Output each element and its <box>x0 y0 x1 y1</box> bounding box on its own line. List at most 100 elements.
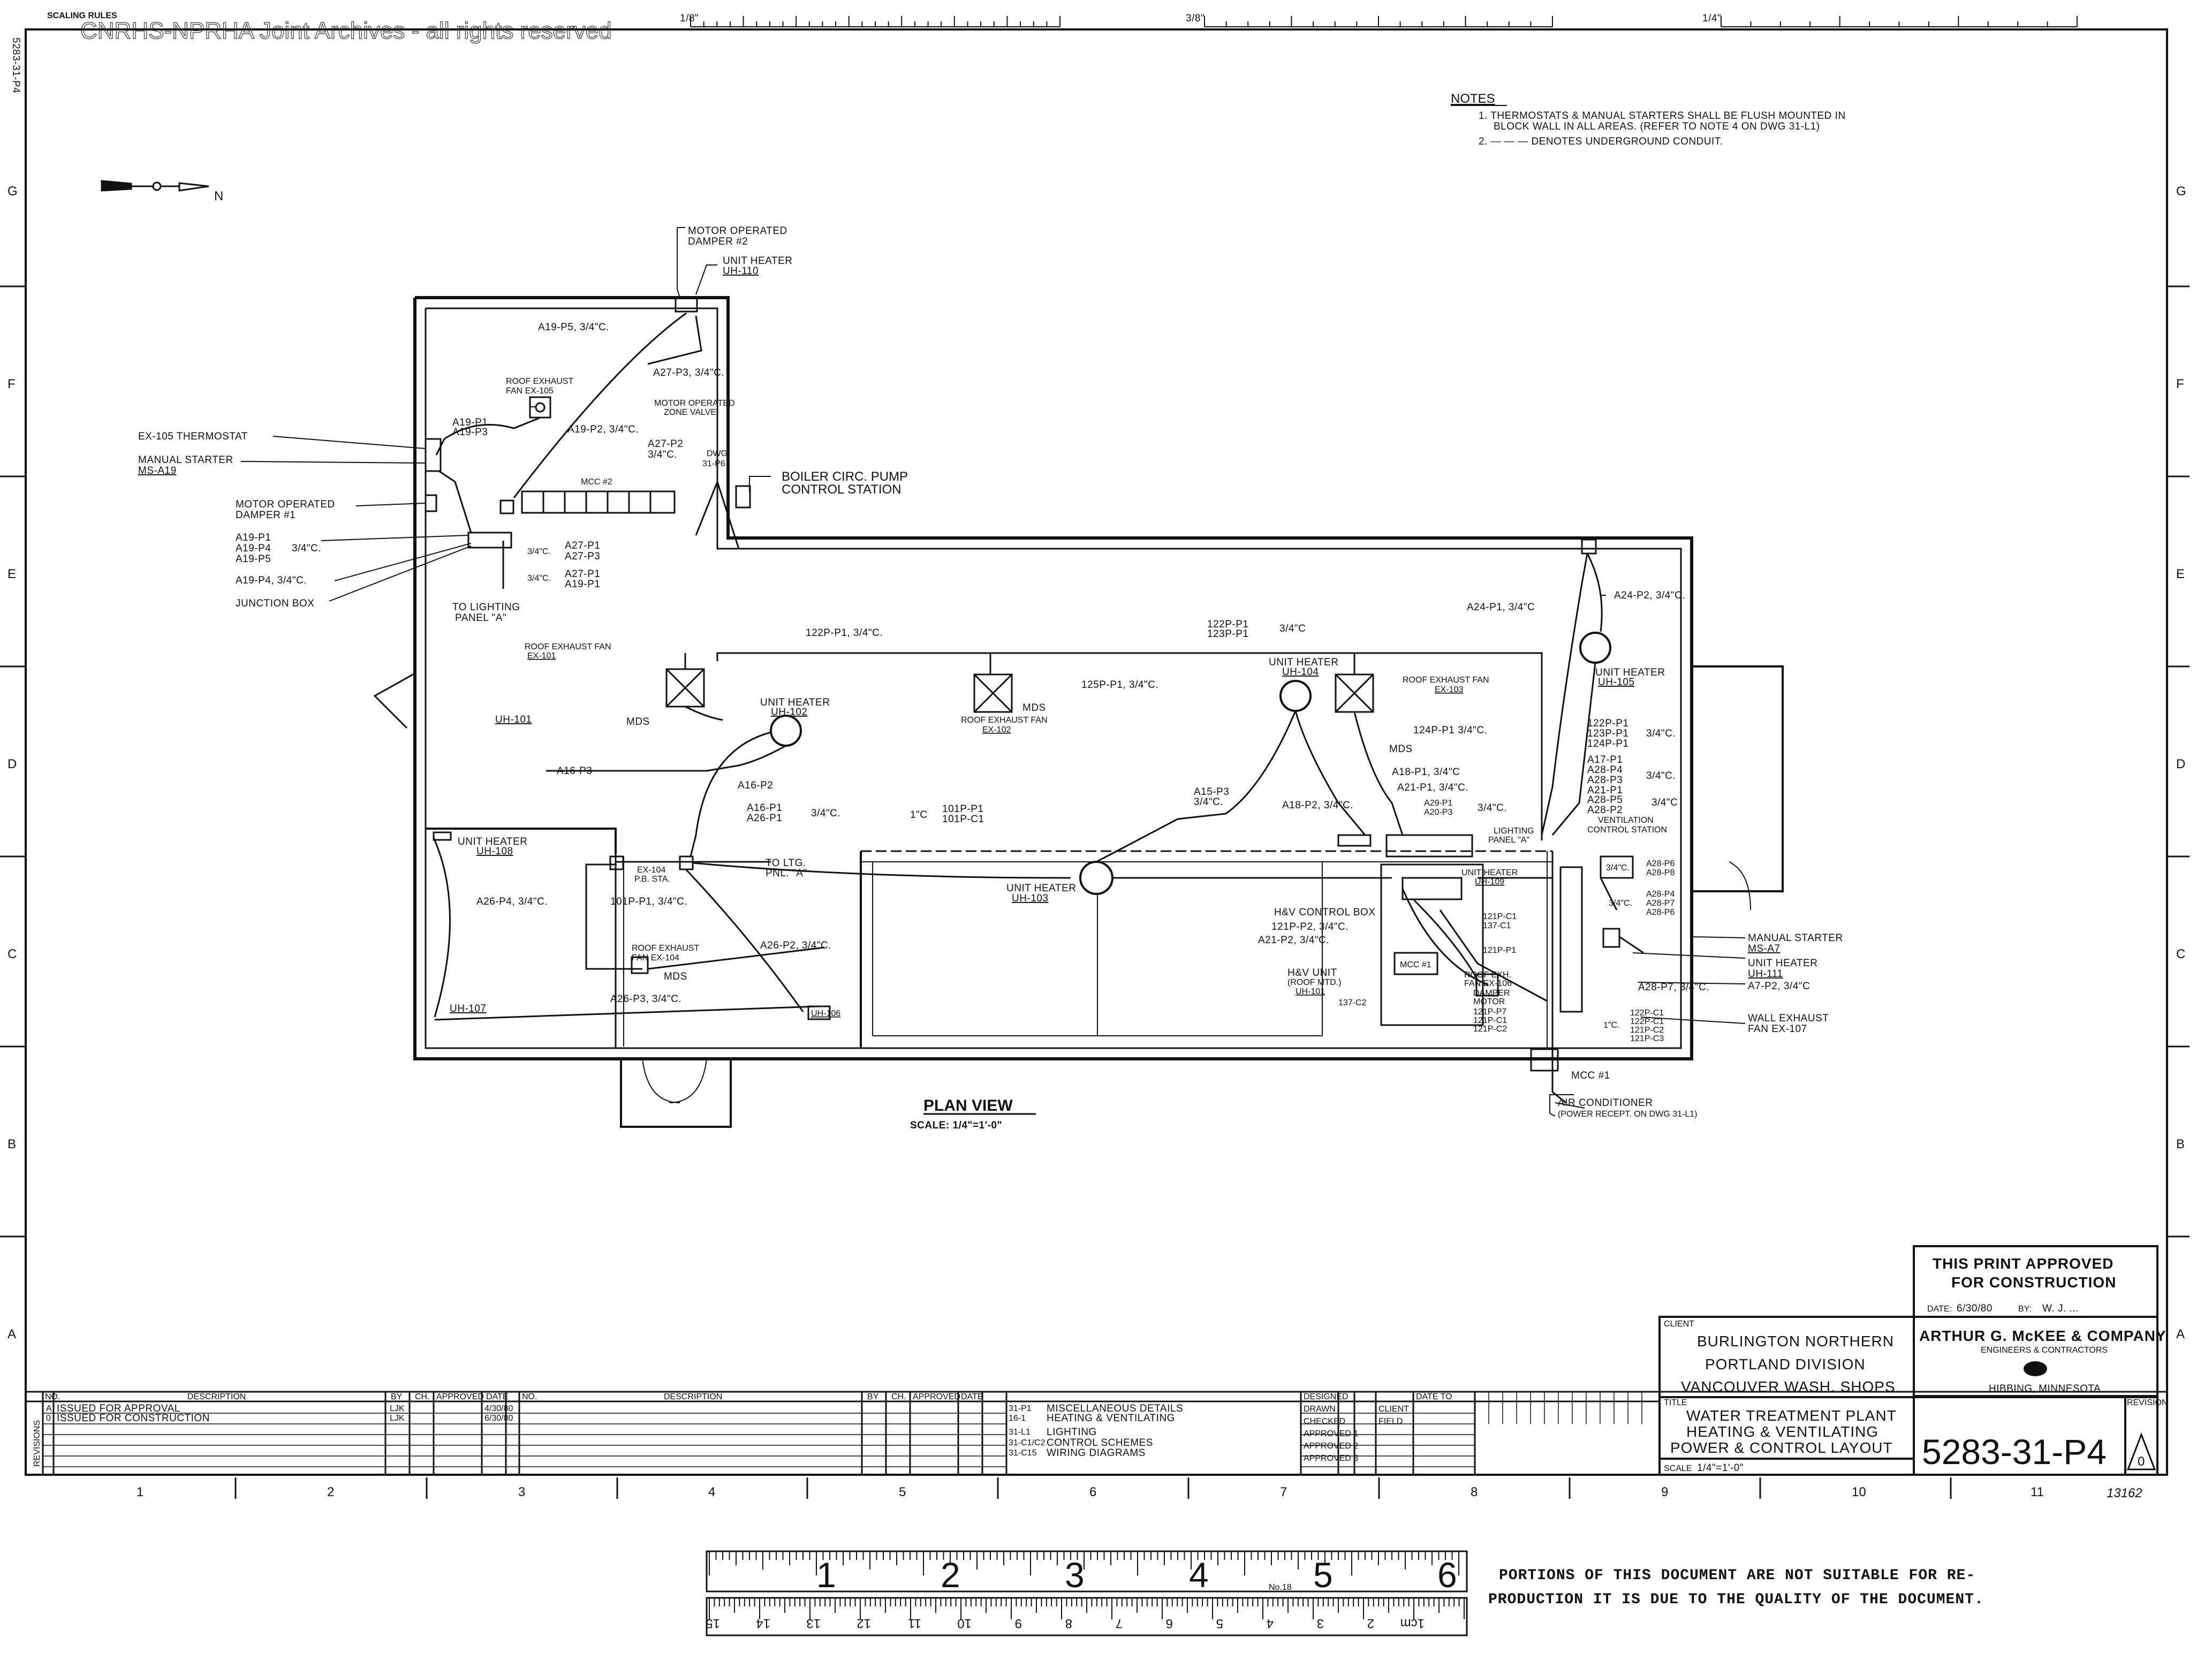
label-uh109a: UNIT HEATER <box>1461 868 1518 877</box>
zone-number: 7 <box>1280 1485 1287 1499</box>
label-a19p1: A19-P1 <box>452 417 488 428</box>
label-a21p1b: A21-P1 <box>1587 785 1623 796</box>
ruler-cm-label: 11 <box>908 1616 921 1631</box>
label-ex102b: EX-102 <box>982 725 1011 734</box>
label-a18p2: A18-P2, 3/4"C. <box>1282 800 1353 811</box>
label-a21p2: A21-P2, 3/4"C. <box>1258 935 1329 946</box>
ruler-note: No.18 <box>1269 1583 1292 1592</box>
label-a19p5: A19-P5, 3/4"C. <box>538 322 609 333</box>
label-mcc1: MCC #1 <box>1400 960 1431 969</box>
label-a28p3: A28-P3 <box>1587 775 1623 786</box>
rev-header-by: BY <box>391 1392 403 1401</box>
ref-row-4-dwg: 31-C1/C2 <box>1009 1438 1046 1447</box>
label-r123: 123P-P1 <box>1587 728 1628 739</box>
label-a21p1: A21-P1, 3/4"C. <box>1397 782 1468 793</box>
zone-letter-left: A <box>7 1327 16 1341</box>
ref-row-1-dwg: 31-P1 <box>1009 1404 1032 1413</box>
label-ex103b: EX-103 <box>1435 685 1463 694</box>
title-block <box>1658 1316 2158 1476</box>
label-mcc2: MCC #2 <box>581 477 612 487</box>
zone-letter-left: C <box>7 947 17 961</box>
label-mcc1b: MCC #1 <box>1571 1070 1610 1081</box>
label-c122e: 1"C. <box>1603 1021 1620 1030</box>
zone-letter-right: G <box>2176 184 2186 199</box>
label-mod1b: DAMPER #1 <box>236 510 296 521</box>
label-uh110b: UH-110 <box>723 266 759 277</box>
label-a28p7c: A28-P7, 3/4"C. <box>1638 982 1709 993</box>
label-dwg2: 31-P6 <box>702 459 725 468</box>
ruler-cm-label: 4 <box>1267 1616 1274 1631</box>
company-name: ARTHUR G. McKEE & COMPANY <box>1919 1328 2166 1344</box>
rev-header-date: DATE <box>486 1392 508 1401</box>
label-reh2: FAN EX-106 <box>1464 979 1512 988</box>
plan-view-scale: SCALE: 1/4"=1'-0" <box>910 1120 1002 1131</box>
unit-heaters <box>770 632 1611 895</box>
label-a28p4: A28-P4 <box>1587 764 1623 776</box>
label-mod2: MOTOR OPERATED <box>688 225 787 237</box>
approval-date-label: DATE: <box>1927 1305 1952 1314</box>
reproduction-notice: PORTIONS OF THIS DOCUMENT ARE NOT SUITAB… <box>1483 1555 2190 1614</box>
label-reh1: ROOF EXH. <box>1464 970 1511 980</box>
zone-letter-left: E <box>7 567 16 581</box>
zone-number: 9 <box>1661 1485 1668 1499</box>
approval-stamp: THIS PRINT APPROVED FOR CONSTRUCTION DAT… <box>1913 1245 2158 1397</box>
label-a19grp2: A19-P4 <box>236 543 271 554</box>
label-ex107a: WALL EXHAUST <box>1748 1013 1829 1024</box>
label-c101c: 101P-C1 <box>942 814 984 825</box>
label-hv1: H&V CONTROL BOX <box>1274 907 1375 918</box>
rev-header-approved-2: APPROVED <box>913 1392 960 1401</box>
ruler-cm-label: 12 <box>857 1616 871 1631</box>
scale-value: 1/4"=1'-0" <box>1697 1462 1744 1474</box>
label-p121p1: 121P-P1 <box>1483 946 1516 955</box>
title-line-3: POWER & CONTROL LAYOUT <box>1670 1439 1893 1456</box>
unit-heater-uh102-icon <box>770 715 802 747</box>
scaling-rule-bars <box>690 16 2078 27</box>
title-line-1: WATER TREATMENT PLANT <box>1686 1407 1897 1424</box>
label-tlp2: PANEL "A" <box>455 612 506 624</box>
label-uh103a: UNIT HEATER <box>1006 883 1076 894</box>
revision-table-grid <box>26 1392 1660 1475</box>
rev-row-2-date: 6/30/80 <box>484 1414 513 1423</box>
label-c122c: 121P-C2 <box>1630 1026 1664 1035</box>
conduit-runs <box>433 312 1644 1104</box>
label-mds2: MDS <box>1022 702 1046 714</box>
measurement-ruler <box>706 1550 1468 1636</box>
label-tltg2: PNL. "A" <box>766 868 807 879</box>
label-p122a: 122P-P1, 3/4"C. <box>806 627 883 639</box>
label-a26p2: A26-P2, 3/4"C. <box>760 940 831 951</box>
label-a16c: 3/4"C. <box>811 808 840 819</box>
label-pbsta: P.B. STA. <box>634 875 670 884</box>
company-sub: ENGINEERS & CONTRACTORS <box>1981 1346 2108 1355</box>
approval-date-value: 6/30/80 <box>1957 1303 1993 1314</box>
label-a15c: 3/4"C. <box>1194 797 1223 808</box>
label-uh102b: UH-102 <box>771 707 807 718</box>
ruler-cm-label: 15 <box>706 1616 720 1631</box>
notice-line-1: PORTIONS OF THIS DOCUMENT ARE NOT SUITAB… <box>1499 1567 1975 1584</box>
zone-number: 6 <box>1089 1485 1096 1499</box>
label-ex101a: ROOF EXHAUST FAN <box>525 642 611 651</box>
ruler-inch-label: 6 <box>1437 1555 1457 1595</box>
label-ac2: (POWER RECEPT. ON DWG 31-L1) <box>1558 1110 1697 1119</box>
label-p122c: 123P-P1 <box>1207 628 1248 640</box>
rev-row-1-date: 4/30/80 <box>484 1404 513 1413</box>
label-a16p3: A16-P3 <box>557 765 592 777</box>
rev-row-1-desc: ISSUED FOR APPROVAL <box>57 1403 180 1414</box>
rev-row-2-by: LJK <box>390 1414 405 1423</box>
label-dm1: DAMPER <box>1473 989 1510 998</box>
label-c122b: 122P-C1 <box>1630 1017 1664 1026</box>
label-a19p2: A19-P2, 3/4"C. <box>567 424 639 435</box>
label-a27p3: A27-P3, 3/4"C. <box>653 367 724 378</box>
label-a27p2b: 3/4"C. <box>648 449 677 460</box>
label-ms2: MS-A19 <box>138 465 177 476</box>
title-label: TITLE <box>1664 1398 1687 1407</box>
zone-letter-right: D <box>2176 757 2185 771</box>
leader-lines <box>240 227 1746 1117</box>
label-uh105b: UH-105 <box>1598 677 1634 688</box>
label-p125: 125P-P1, 3/4"C. <box>1081 679 1158 691</box>
label-a19grpc: 3/4"C. <box>292 543 321 554</box>
label-uh105a: UNIT HEATER <box>1595 667 1665 678</box>
label-ex101b: EX-101 <box>527 651 556 661</box>
zone-number: 5 <box>899 1485 906 1499</box>
label-mod2b: DAMPER #2 <box>688 236 748 247</box>
